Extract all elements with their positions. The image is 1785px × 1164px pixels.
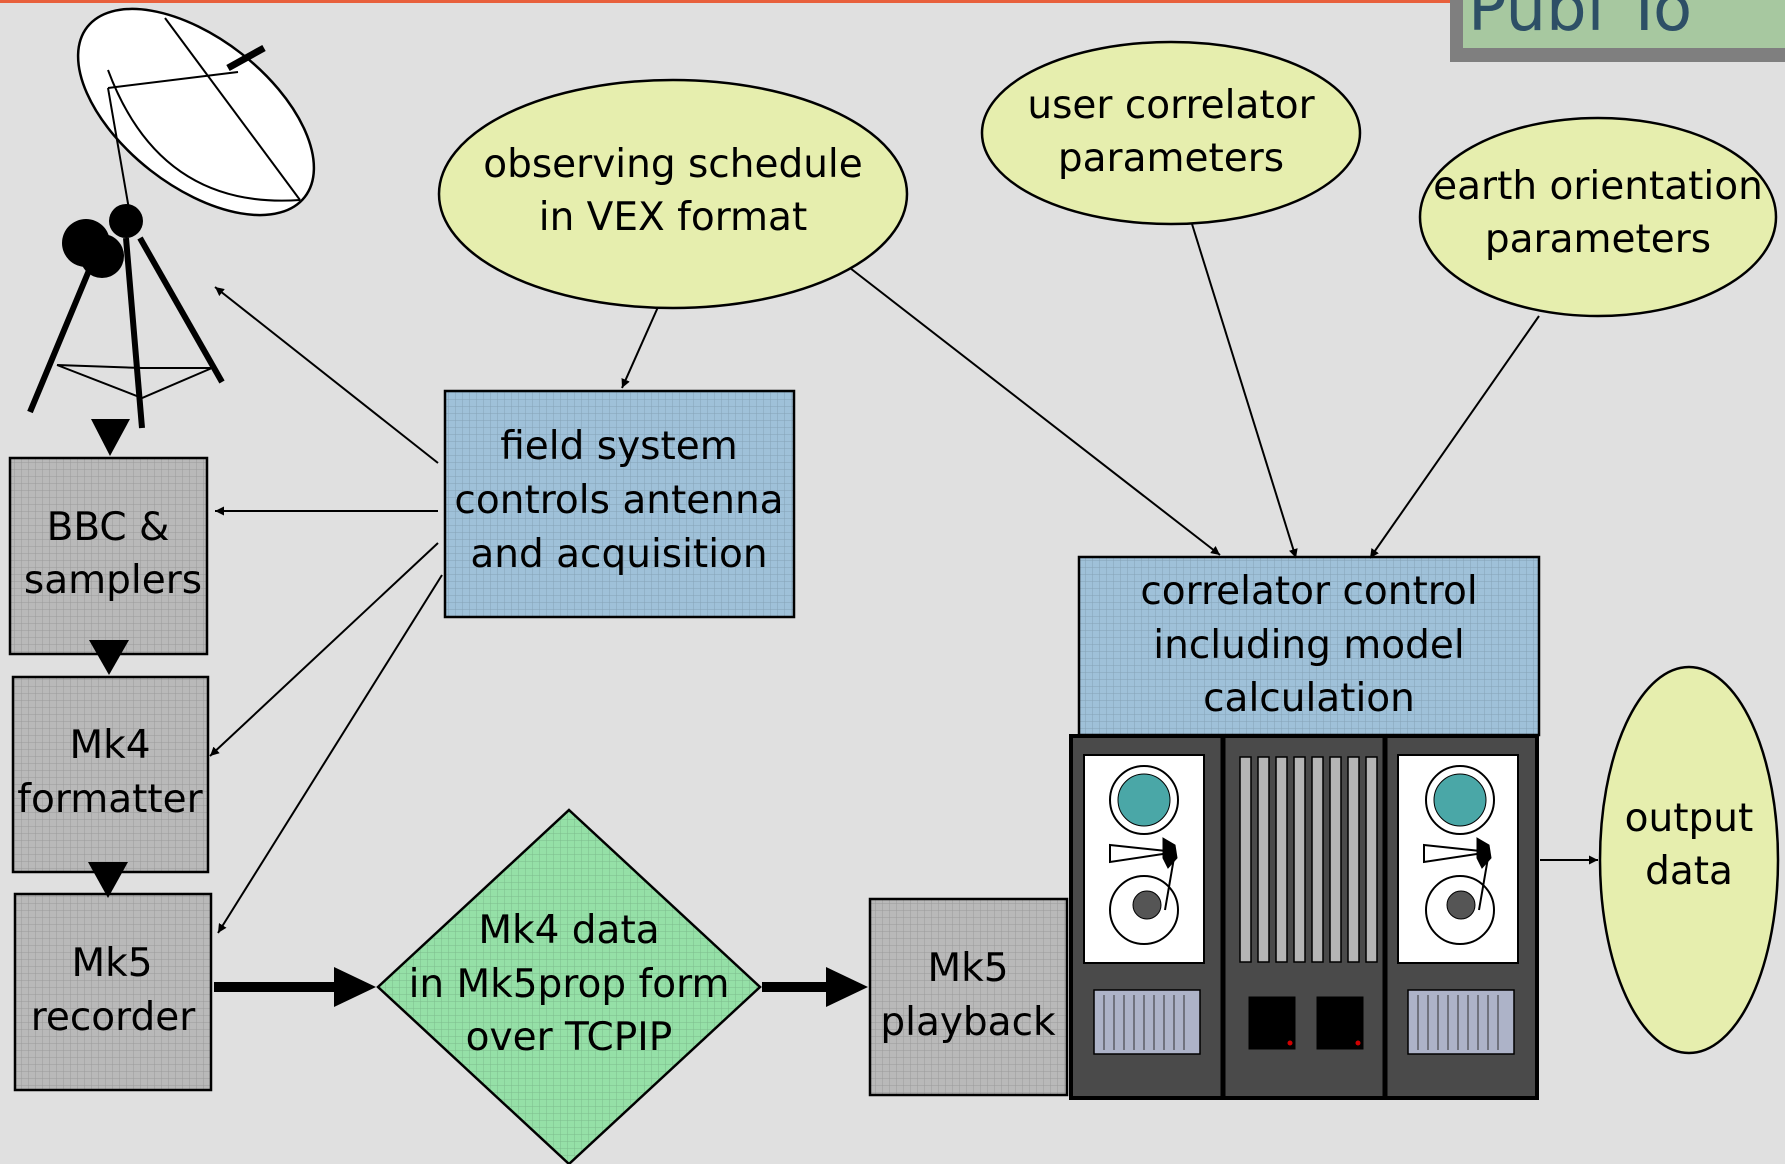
thick-arrow-diamond-to-playback-head	[826, 967, 868, 1007]
ellipse-output-data: output data	[1598, 665, 1780, 1055]
correlator-control-line-2: including model	[1153, 623, 1464, 668]
box-field-system: field system controls antenna and acquis…	[443, 389, 796, 619]
observing-schedule-line-2: in VEX format	[539, 195, 808, 240]
mk5-recorder-line-2: recorder	[31, 995, 197, 1040]
earth-orientation-line-1: earth orientation	[1433, 164, 1763, 209]
top-rule	[0, 0, 1785, 3]
logo-text: Publ To	[1468, 0, 1692, 46]
correlator-control-line-1: correlator control	[1140, 569, 1477, 614]
correlator-control-line-3: calculation	[1203, 676, 1415, 721]
ellipse-observing-schedule: observing schedule in VEX format	[437, 78, 909, 310]
correlator-rack-icon	[1069, 734, 1539, 1100]
arrow-schedule-to-correlator	[849, 267, 1221, 556]
box-bbc-samplers: BBC & samplers	[8, 456, 209, 656]
bbc-line-2: samplers	[24, 558, 202, 603]
field-system-line-2: controls antenna	[454, 478, 783, 523]
arrow-user-params-to-correlator	[1191, 223, 1298, 559]
mk5-playback-line-2: playback	[880, 1000, 1056, 1045]
ellipse-user-correlator: user correlator parameters	[980, 40, 1362, 226]
stack-arrows	[88, 419, 130, 898]
mk4-data-line-2: in Mk5prop form	[409, 962, 730, 1007]
output-data-line-1: output	[1625, 796, 1754, 841]
field-system-line-1: field system	[500, 424, 738, 469]
thick-arrow-recorder-to-diamond-head	[334, 967, 376, 1007]
field-system-line-3: and acquisition	[470, 532, 767, 577]
mk5-recorder-line-1: Mk5	[71, 941, 152, 986]
mk4-data-line-1: Mk4 data	[478, 908, 659, 953]
ellipse-earth-orientation: earth orientation parameters	[1418, 116, 1778, 318]
mk5-playback-line-1: Mk5	[927, 946, 1008, 991]
arrow-field-system-to-formatter	[209, 542, 439, 757]
bbc-line-1: BBC &	[47, 505, 170, 550]
box-mk5-recorder: Mk5 recorder	[13, 892, 213, 1092]
arrow-schedule-to-field-system	[621, 306, 659, 389]
thin-arrows	[209, 223, 1598, 934]
corner-logo: Publ To	[1450, 0, 1785, 62]
antenna-icon	[27, 7, 316, 429]
output-data-line-2: data	[1645, 849, 1733, 894]
user-correlator-line-2: parameters	[1058, 136, 1284, 181]
user-correlator-line-1: user correlator	[1027, 83, 1315, 128]
box-mk4-formatter: Mk4 formatter	[11, 675, 210, 874]
earth-orientation-line-2: parameters	[1485, 217, 1711, 262]
box-correlator-control: correlator control including model calcu…	[1077, 555, 1541, 737]
arrow-earth-params-to-correlator	[1369, 315, 1540, 559]
box-mk5-playback: Mk5 playback	[868, 897, 1069, 1097]
observing-schedule-line-1: observing schedule	[483, 142, 863, 187]
mk4-formatter-line-1: Mk4	[69, 723, 150, 768]
thick-arrows	[214, 967, 868, 1007]
diamond-mk4-data: Mk4 data in Mk5prop form over TCPIP	[376, 808, 762, 1164]
arrow-field-system-to-antenna	[214, 286, 439, 464]
mk4-formatter-line-2: formatter	[17, 777, 203, 822]
arrow-field-system-to-recorder	[217, 574, 443, 934]
mk4-data-line-3: over TCPIP	[466, 1015, 673, 1060]
